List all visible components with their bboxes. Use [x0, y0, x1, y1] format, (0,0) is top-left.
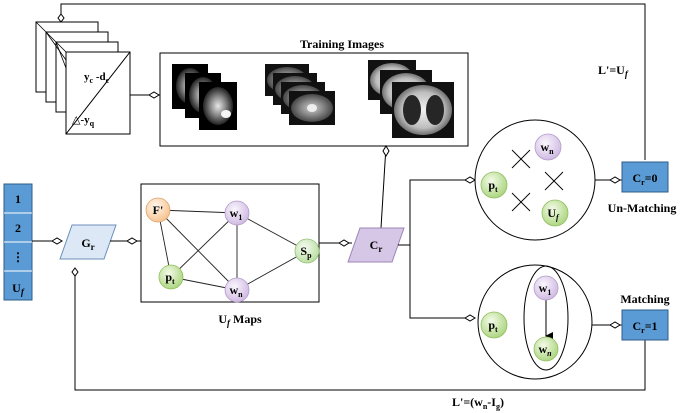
unmatching-label: Un-Matching: [608, 201, 677, 215]
cr-label: Cr: [370, 238, 383, 254]
matching-result-box: Cr=1: [621, 309, 669, 341]
cr-to-unmatching-line: [398, 179, 475, 246]
maps-node-pt: pt: [158, 264, 184, 290]
svg-text:Uf: Uf: [547, 206, 560, 222]
loss-bottom-label: L'=(wn-Ig): [452, 395, 504, 411]
input-item-uf: Uf: [12, 281, 25, 297]
brain-mri-stack: [172, 64, 237, 130]
sheet-stack: yc -dc △-yq: [35, 21, 131, 135]
bottom-feedback-diamond: [71, 267, 79, 277]
maps-node-wn: wn: [224, 277, 250, 303]
lung-ct-stack: [368, 60, 454, 138]
svg-text:Cr=1: Cr=1: [632, 319, 657, 335]
training-to-cr-line: [380, 145, 387, 229]
top-feedback-line: [60, 3, 646, 160]
svg-text:F': F': [153, 203, 164, 217]
svg-text:pt: pt: [488, 178, 498, 194]
bottom-feedback-line: [74, 270, 646, 391]
gr-label: Gr: [81, 236, 94, 252]
maps-node-sp: Sp: [294, 238, 320, 264]
matching-node-wn: wn: [533, 336, 559, 362]
svg-text:wn: wn: [540, 140, 554, 156]
maps-caption: Uf Maps: [218, 312, 262, 328]
training-images-panel: Training Images: [159, 37, 469, 147]
svg-text:wn: wn: [229, 283, 243, 299]
sheet-top-label: yc -dc: [84, 71, 110, 85]
cr-to-matching-line: [409, 245, 475, 319]
cr-block: Cr: [347, 227, 405, 263]
sheet-diagonal: [65, 51, 131, 135]
matching-node-pt: pt: [480, 311, 508, 339]
gr-block: Gr: [59, 224, 117, 260]
matching-panel: pt w1 wn: [477, 264, 593, 380]
svg-text:w1: w1: [539, 281, 552, 297]
loss-top-label: L'=Uf: [598, 63, 629, 79]
svg-text:pt: pt: [488, 318, 498, 334]
matching-node-w1: w1: [533, 275, 559, 301]
matching-label: Matching: [620, 292, 669, 306]
training-images-title: Training Images: [300, 37, 384, 51]
unmatching-panel: wn pt Uf: [474, 119, 596, 241]
input-column: 1 2 ⋮ Uf: [3, 183, 33, 301]
svg-text:wn: wn: [538, 342, 552, 358]
unmatching-node-wn: wn: [534, 133, 562, 161]
unmatching-result-box: Cr=0: [621, 161, 669, 193]
top-feedback-diamond: [57, 13, 65, 23]
svg-text:w1: w1: [230, 206, 243, 222]
unmatching-node-uf: Uf: [541, 199, 569, 227]
input-item-2: 2: [15, 221, 21, 235]
unmatching-node-pt: pt: [480, 171, 508, 199]
chest-ct-stack: [265, 64, 335, 125]
uf-maps-panel: F' w1 pt wn Sp Uf Maps: [140, 183, 320, 328]
svg-text:Sp: Sp: [300, 244, 312, 260]
maps-node-w1: w1: [224, 200, 250, 226]
input-item-1: 1: [15, 192, 21, 206]
sheet-bottom-label: △-yq: [72, 114, 95, 128]
maps-node-f: F': [145, 197, 171, 223]
svg-text:pt: pt: [165, 270, 175, 286]
input-item-ellipsis: ⋮: [12, 250, 24, 264]
svg-text:Cr=0: Cr=0: [632, 171, 657, 187]
